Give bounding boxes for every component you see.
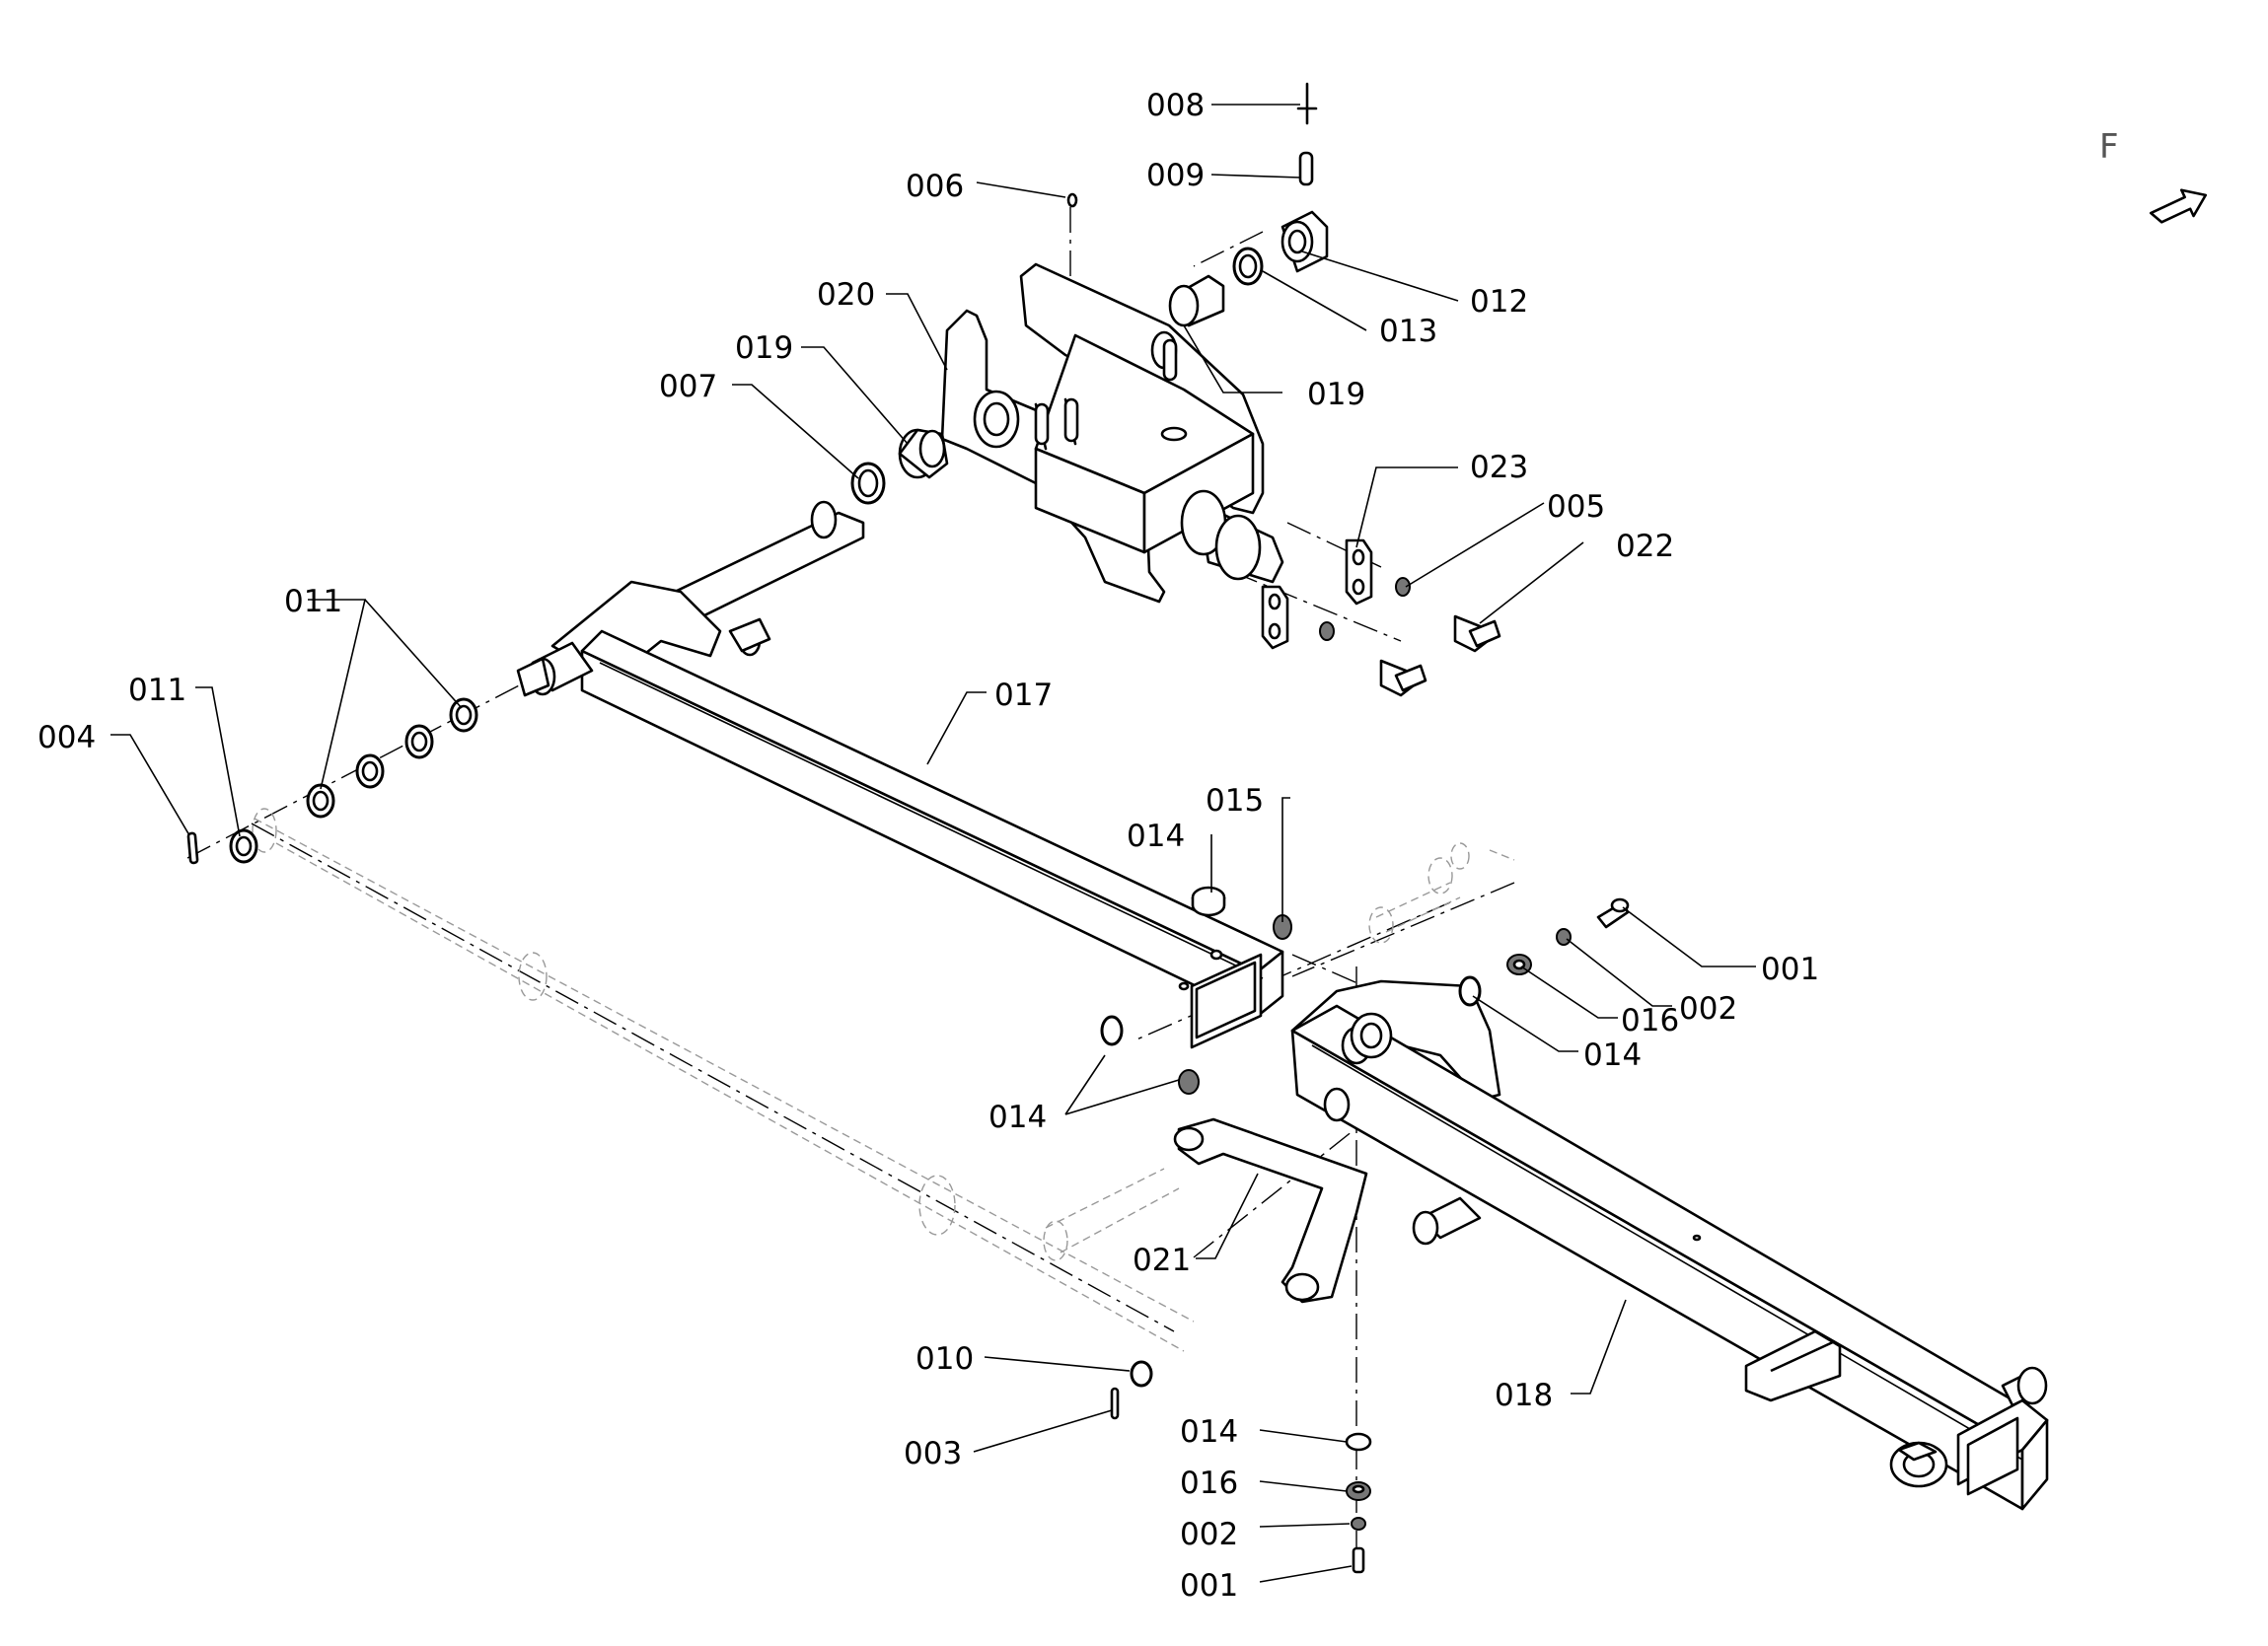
bushing-019-left xyxy=(898,428,949,479)
callout-019-right: 019 xyxy=(1307,377,1365,412)
ring-014-right xyxy=(1458,975,1482,1007)
ring-007 xyxy=(850,462,886,505)
pin-008 xyxy=(1296,82,1318,125)
callout-003: 003 xyxy=(904,1436,962,1471)
callout-001-right: 001 xyxy=(1761,952,1819,987)
pin-003 xyxy=(1110,1387,1120,1420)
callout-010: 010 xyxy=(915,1341,974,1377)
pin-009 xyxy=(1298,151,1314,186)
callout-011-top: 011 xyxy=(284,584,342,619)
leader-lines xyxy=(110,104,1756,1583)
callout-023: 023 xyxy=(1470,450,1528,485)
bottom-nut-002 xyxy=(1351,1517,1366,1531)
bracket-housing-020 xyxy=(940,262,1284,604)
callout-022: 022 xyxy=(1616,529,1674,564)
rings-011 xyxy=(229,697,478,864)
callout-021: 021 xyxy=(1133,1243,1191,1278)
callout-015: 015 xyxy=(1206,783,1264,819)
collar-012 xyxy=(1280,210,1329,273)
bolts-022 xyxy=(1379,614,1501,697)
callout-011-left: 011 xyxy=(128,673,186,708)
callout-014-top: 014 xyxy=(1127,819,1185,854)
callout-009: 009 xyxy=(1146,158,1205,193)
callout-012: 012 xyxy=(1470,284,1528,320)
callout-018: 018 xyxy=(1495,1378,1553,1413)
callout-001-bottom: 001 xyxy=(1180,1568,1238,1604)
arm-018 xyxy=(1290,979,2049,1511)
callout-005: 005 xyxy=(1547,489,1605,525)
ring-013 xyxy=(1232,247,1264,286)
callout-007: 007 xyxy=(659,369,717,404)
link-021 xyxy=(1173,1117,1368,1304)
ring-014-left xyxy=(1100,1015,1124,1046)
callout-008: 008 xyxy=(1146,88,1205,123)
washers-005 xyxy=(1319,577,1411,641)
callout-002-right: 002 xyxy=(1679,991,1737,1027)
callout-017: 017 xyxy=(994,678,1053,713)
corner-letter: F xyxy=(2099,127,2119,167)
bottom-washer-016 xyxy=(1346,1481,1371,1501)
callout-014-bottom: 014 xyxy=(1180,1414,1238,1450)
bottom-bolt-001 xyxy=(1352,1546,1365,1574)
pin-006 xyxy=(1066,192,1078,208)
bolt-001-right xyxy=(1596,897,1630,929)
callout-004: 004 xyxy=(37,720,96,755)
callout-labels: 008 009 006 012 013 019 020 019 007 023 … xyxy=(37,88,1819,1604)
callout-002-bottom: 002 xyxy=(1180,1517,1238,1552)
cotter-pin-004 xyxy=(186,831,199,865)
callout-006: 006 xyxy=(906,169,964,204)
bottom-cap-014 xyxy=(1345,1432,1372,1452)
view-direction-arrow-icon xyxy=(2149,188,2208,224)
bushing-019-right xyxy=(1168,274,1225,327)
callout-014-right: 014 xyxy=(1583,1038,1642,1073)
callout-019-left: 019 xyxy=(735,330,793,366)
cap-014-top xyxy=(1191,886,1226,917)
callout-020: 020 xyxy=(817,277,875,313)
ghost-tie-rod xyxy=(252,808,1515,1352)
callout-016-right: 016 xyxy=(1621,1003,1679,1038)
clamp-plates-023 xyxy=(1261,538,1373,650)
nut-002-right xyxy=(1556,928,1572,946)
arm-017 xyxy=(516,500,1284,1049)
view-direction-marker: F xyxy=(2099,127,2208,224)
callout-014-left: 014 xyxy=(988,1100,1047,1135)
washer-014-mid xyxy=(1178,1069,1200,1095)
ring-010 xyxy=(1130,1360,1153,1388)
callout-013: 013 xyxy=(1379,314,1437,349)
callout-016-bottom: 016 xyxy=(1180,1466,1238,1501)
